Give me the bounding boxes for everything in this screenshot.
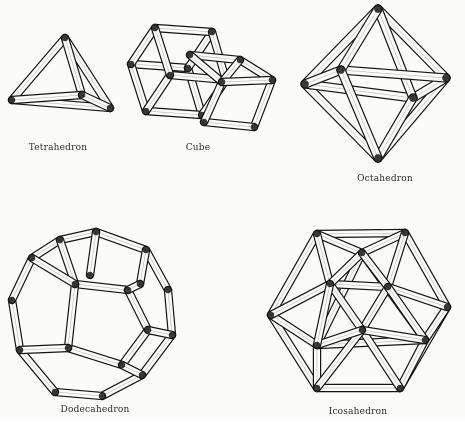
frame-joint: [422, 337, 429, 344]
dodecahedron-label: Dodecahedron: [61, 405, 130, 415]
frame-joint: [327, 281, 334, 288]
frame-joint: [165, 287, 172, 294]
frame-joint: [397, 385, 404, 392]
frame-joint: [268, 312, 275, 319]
frame-joint: [107, 105, 114, 112]
frame-bar-shade: [32, 240, 60, 258]
frame-bar-shade: [254, 80, 272, 127]
frame-joint: [52, 389, 59, 396]
frame-bar-shade: [146, 75, 170, 111]
tetrahedron-label: Tetrahedron: [29, 143, 88, 153]
tetrahedron-icon: [9, 35, 114, 112]
frame-bar-shade: [425, 307, 447, 340]
frame-joint: [301, 80, 309, 88]
frame-joint: [167, 72, 174, 79]
frame-bar-shade: [128, 290, 148, 330]
frame-joint: [359, 327, 366, 334]
frame-joint: [143, 108, 150, 115]
frame-joint: [57, 237, 64, 244]
frame-joint: [62, 35, 69, 42]
frame-joint: [152, 25, 159, 32]
frame-bar-shade: [96, 232, 146, 250]
frame-joint: [219, 79, 226, 86]
octahedron-icon: [301, 5, 450, 162]
tetrahedron-group: Tetrahedron: [9, 35, 114, 153]
icosahedron-label: Icosahedron: [329, 407, 388, 417]
octahedron-group: Octahedron: [301, 5, 450, 184]
icosahedron-group: Icosahedron: [268, 230, 451, 417]
frame-joint: [169, 332, 176, 339]
frame-joint: [409, 94, 417, 102]
frame-joint: [251, 124, 258, 131]
frame-bar-shade: [12, 38, 65, 100]
frame-joint: [237, 57, 244, 64]
frame-joint: [385, 284, 392, 291]
frame-bar-shade: [102, 375, 142, 396]
frame-joint: [143, 247, 150, 254]
frame-joint: [125, 287, 132, 294]
frame-joint: [402, 230, 409, 237]
frame-bar-shade: [362, 287, 388, 330]
dodecahedron-group: Dodecahedron: [9, 229, 176, 415]
frame-joint: [128, 61, 135, 68]
cube-label: Cube: [186, 143, 211, 153]
frame-bar-shade: [131, 28, 155, 64]
frame-joint: [72, 281, 79, 288]
frame-joint: [374, 154, 382, 162]
frame-bar-shade: [142, 335, 172, 375]
frame-joint: [374, 5, 382, 13]
frame-joint: [187, 52, 194, 59]
frame-joint: [269, 77, 276, 84]
frame-joint: [9, 97, 16, 104]
frame-bar-shade: [68, 348, 122, 365]
frame-joint: [29, 255, 36, 262]
frame-bar-shade: [12, 258, 32, 300]
frame-bar-shade: [146, 250, 168, 290]
frame-joint: [185, 65, 192, 72]
frame-joint: [65, 345, 72, 352]
frame-joint: [444, 304, 451, 311]
frame-joint: [93, 229, 100, 236]
frame-joint: [314, 231, 321, 238]
frame-joint: [119, 362, 126, 369]
frame-joint: [9, 297, 16, 304]
frame-joint: [145, 327, 152, 334]
frame-joint: [314, 342, 321, 349]
frame-joint: [99, 393, 106, 400]
frame-joint: [17, 347, 24, 354]
frame-joint: [137, 281, 144, 288]
frame-bar-shade: [122, 330, 148, 365]
frame-joint: [314, 385, 321, 392]
frame-joint: [201, 119, 208, 126]
frame-bar-shade: [131, 64, 146, 111]
frame-joint: [442, 74, 450, 82]
dodecahedron-icon: [9, 229, 176, 400]
frame-bar-shade: [20, 350, 55, 392]
octahedron-label: Octahedron: [357, 174, 413, 184]
cube-group: Cube: [128, 25, 276, 153]
icosahedron-icon: [268, 230, 451, 392]
frame-joint: [337, 66, 345, 74]
frame-joint: [139, 372, 146, 379]
frame-joint: [87, 272, 94, 279]
frame-joint: [209, 29, 216, 36]
frame-joint: [359, 250, 366, 257]
frame-joint: [79, 92, 86, 99]
frame-bar-shade: [400, 340, 425, 388]
